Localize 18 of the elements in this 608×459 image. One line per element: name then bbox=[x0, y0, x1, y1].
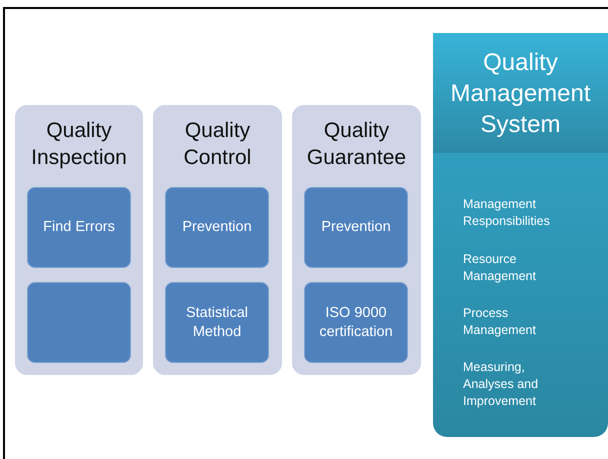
list-item: Process Management bbox=[463, 305, 537, 339]
item-box bbox=[27, 282, 131, 363]
list-item: Resource Management bbox=[463, 251, 537, 285]
category-panel bbox=[15, 105, 143, 375]
item-box: Prevention bbox=[304, 187, 408, 268]
list-item: Management Responsibilities bbox=[463, 196, 551, 230]
panel-title: Quality Control bbox=[182, 118, 252, 171]
system-card bbox=[433, 33, 608, 437]
item-box: ISO 9000 certification bbox=[304, 282, 408, 363]
item-box: Find Errors bbox=[27, 187, 131, 268]
category-panel bbox=[292, 105, 421, 375]
item-box: Statistical Method bbox=[165, 282, 269, 363]
category-panel bbox=[153, 105, 282, 375]
panel-title: Quality Guarantee bbox=[306, 118, 408, 171]
list-item: Measuring, Analyses and Improvement bbox=[463, 359, 540, 410]
panel-title: Quality Inspection bbox=[30, 118, 128, 171]
card-title: Quality Management System bbox=[449, 48, 592, 140]
item-box: Prevention bbox=[165, 187, 269, 268]
